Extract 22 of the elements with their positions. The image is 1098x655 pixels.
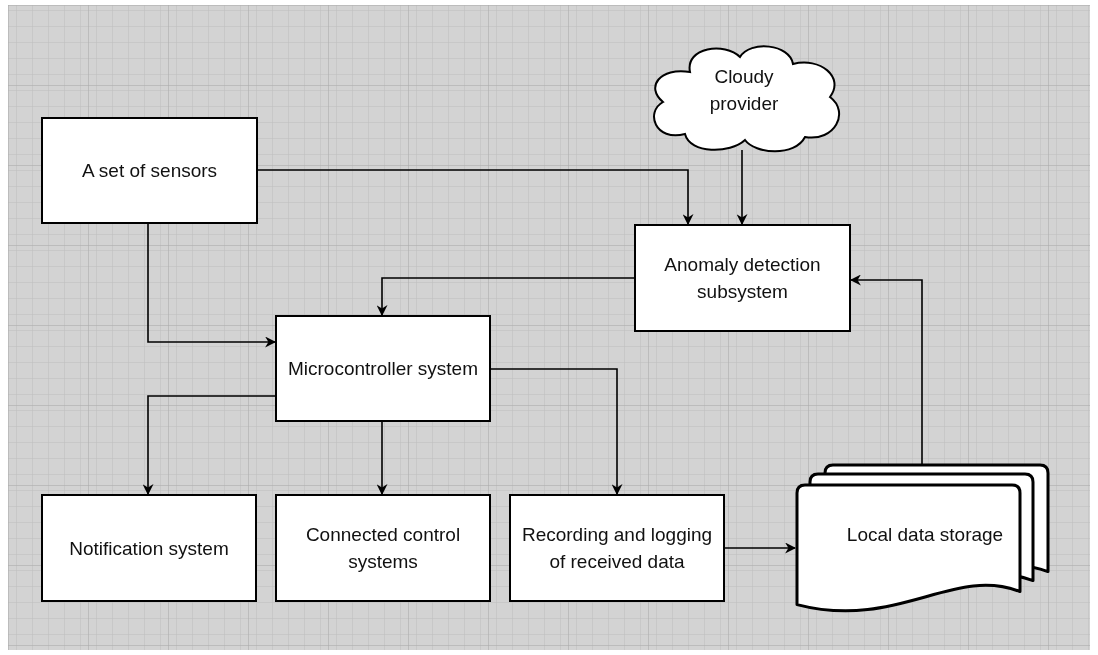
node-label: Notification system (68, 536, 230, 561)
process-box (275, 494, 491, 602)
arrow (142, 395, 276, 496)
process-box (41, 494, 257, 602)
node-label: Anomaly detection subsystem (663, 253, 822, 304)
node-label: Microcontroller system (286, 357, 479, 381)
arrow (257, 169, 694, 226)
arrow (736, 149, 748, 226)
node-label: A set of sensors (80, 159, 219, 183)
arrow (147, 223, 277, 348)
node-label: Connected control systems (304, 523, 462, 574)
process-box (275, 315, 491, 422)
arrow (376, 277, 635, 317)
node-label: Recording and logging of received data (520, 523, 714, 574)
node-label: Local data storage (845, 523, 1005, 547)
process-box (509, 494, 725, 602)
arrow (376, 421, 388, 496)
arrow (490, 368, 623, 496)
process-box (634, 224, 851, 332)
arrow (724, 542, 797, 554)
node-label: Cloudy provider (708, 65, 780, 116)
process-box (41, 117, 258, 224)
